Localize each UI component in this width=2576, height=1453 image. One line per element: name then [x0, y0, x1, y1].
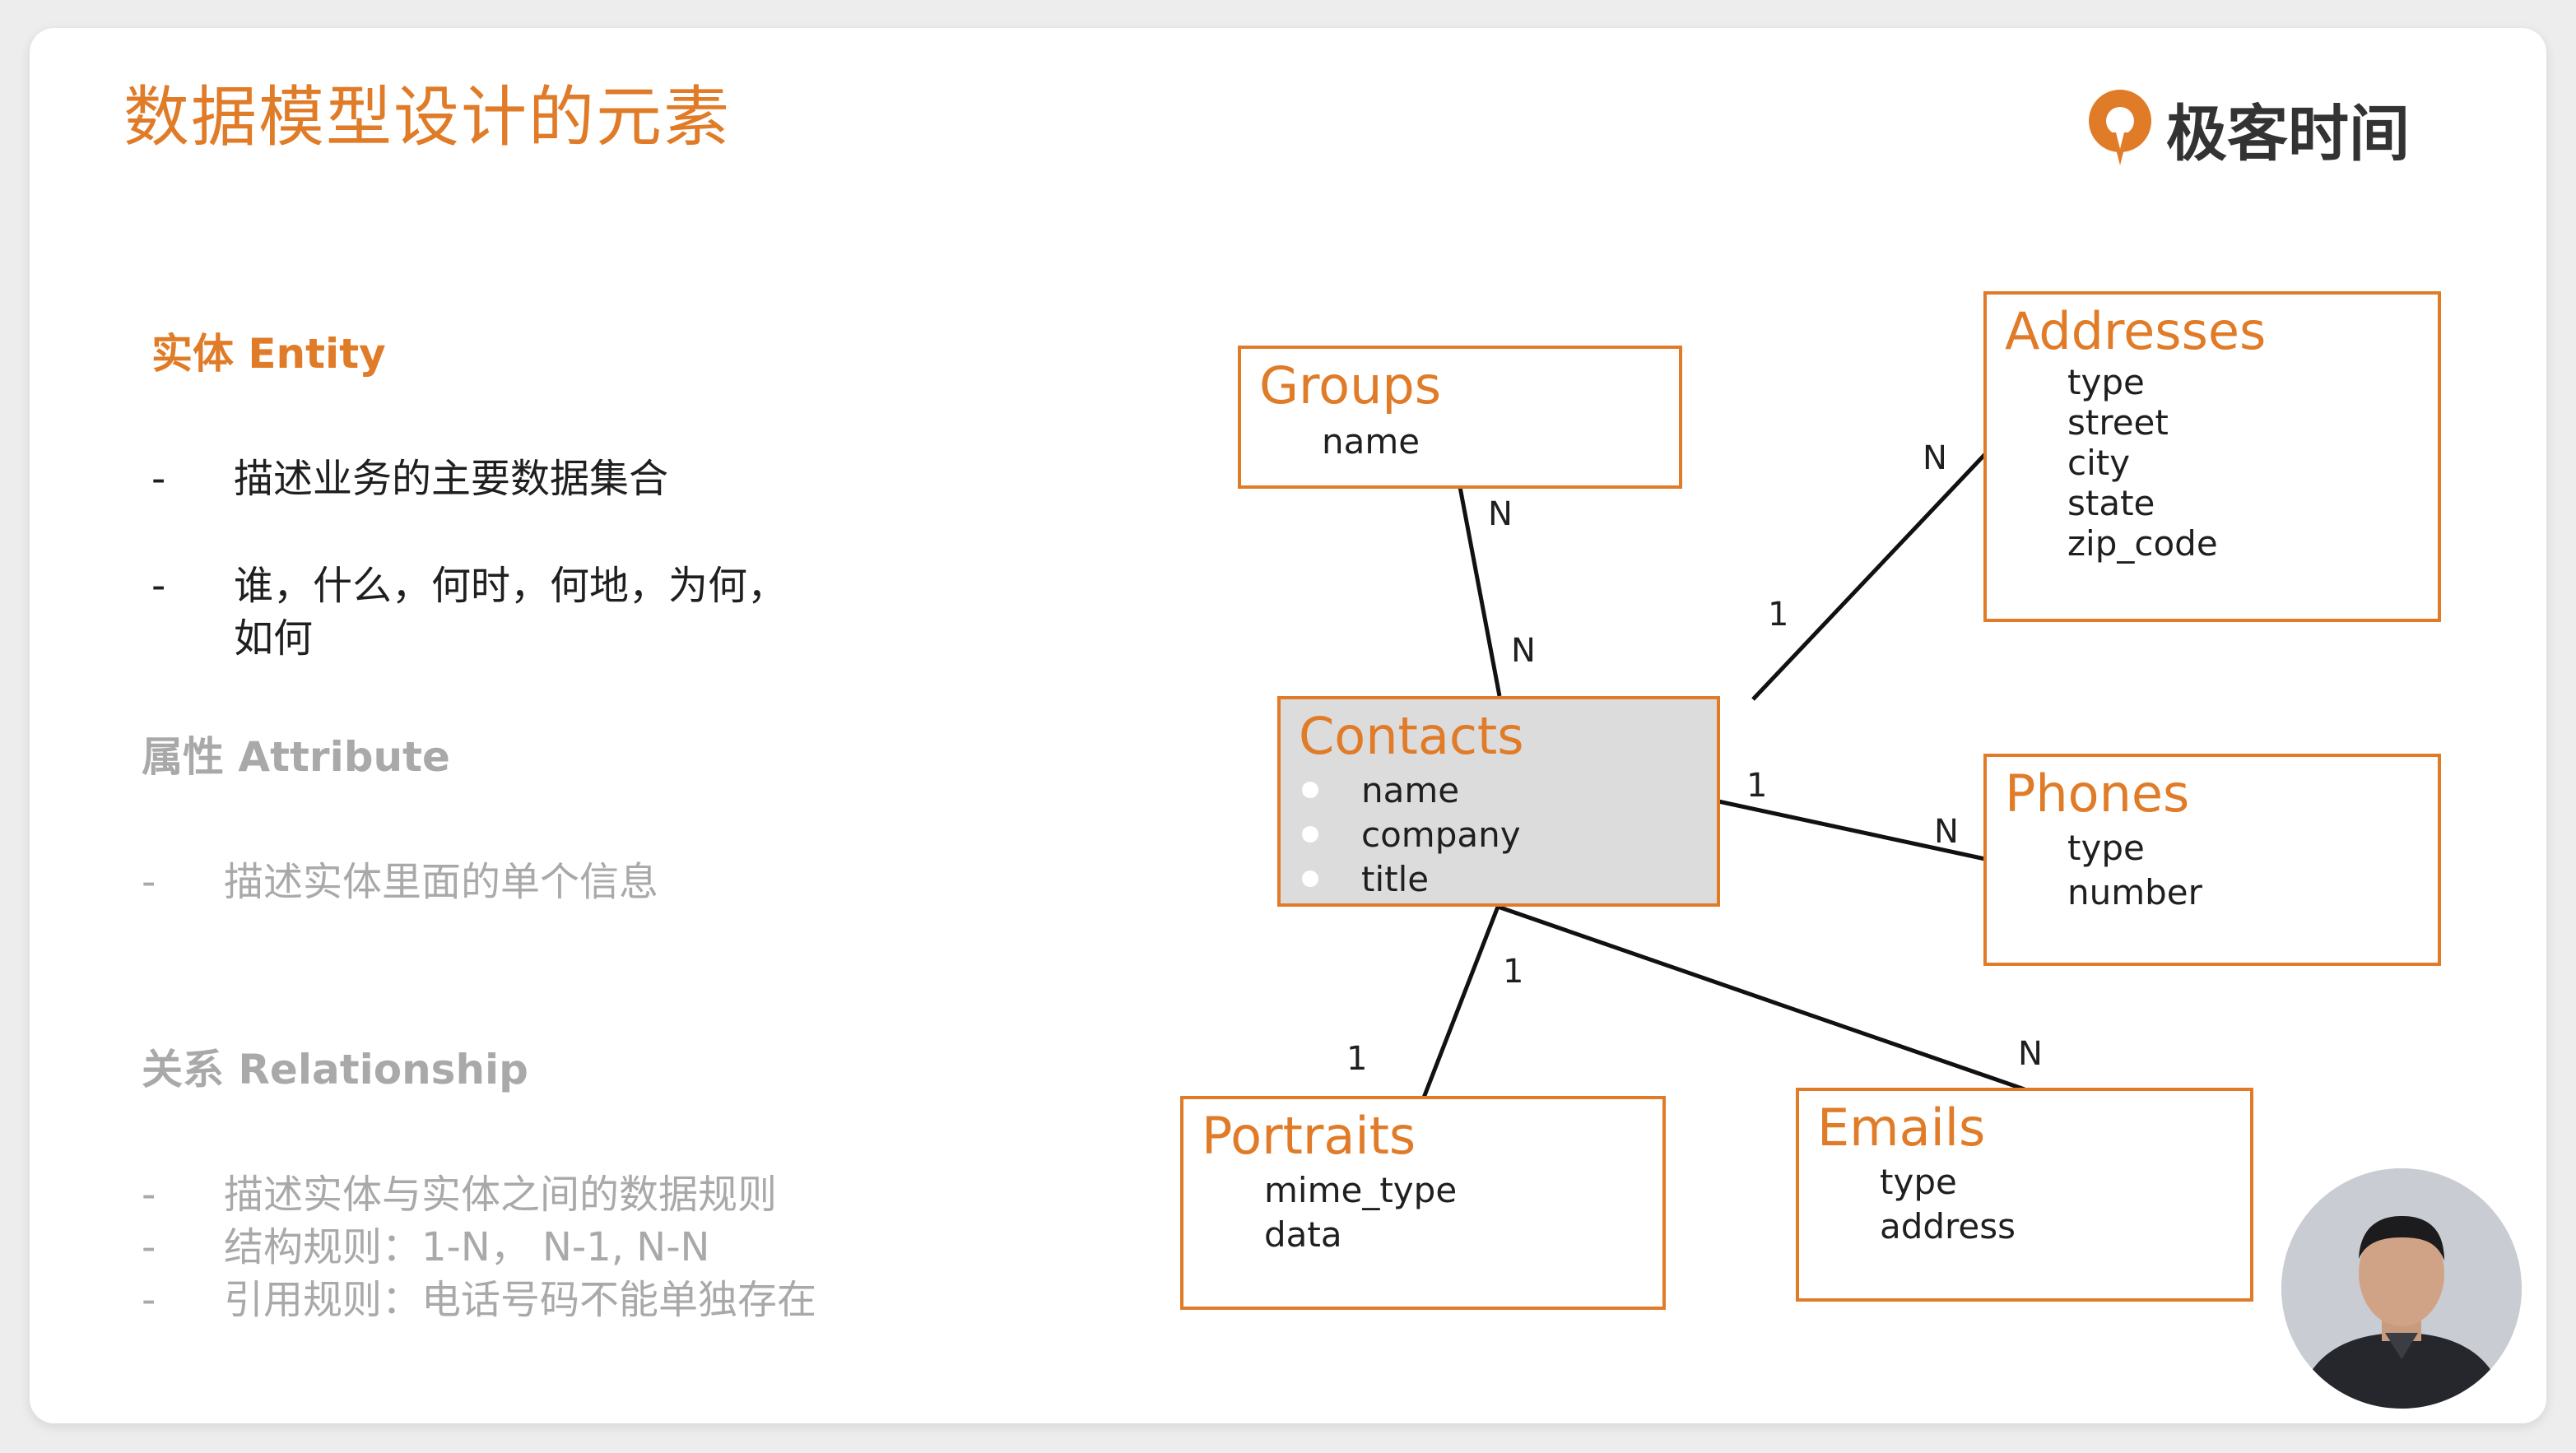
attribute: type [2067, 828, 2145, 868]
section-title-relationship: 关系 Relationship [142, 1046, 528, 1093]
bullet-text: 结构规则：1-N， N-1, N-N [224, 1224, 710, 1270]
bullet-dash: - [142, 1224, 156, 1270]
bullet-text: 谁，什么，何时，何地，为何， [234, 563, 788, 609]
card-groups-side: N [1488, 495, 1513, 533]
attribute: address [1880, 1206, 2016, 1246]
rel-line-contacts-emails [1497, 904, 2025, 1092]
card-contacts-phones-side: 1 [1746, 767, 1768, 805]
attribute: name [1302, 768, 1521, 813]
attribute: type [2067, 362, 2145, 402]
entity-name: Portraits [1202, 1106, 1416, 1166]
presenter-avatar-icon [2281, 1168, 2522, 1409]
attribute: company [1302, 813, 1521, 857]
attribute: zip_code [2067, 523, 2218, 564]
entity-attributes: type number [2067, 826, 2202, 915]
attribute: title [1302, 857, 1521, 902]
attribute: city [2067, 443, 2131, 483]
entity-addresses: Addresses type street city state zip_cod… [1983, 291, 2441, 622]
geektime-logo-icon [2089, 90, 2151, 165]
bullet-dash: - [151, 563, 166, 609]
attribute: name [1322, 421, 1421, 462]
entity-attributes: type address [1880, 1160, 2016, 1249]
entity-name: Phones [2005, 764, 2190, 824]
entity-phones: Phones type number [1983, 754, 2441, 966]
card-contacts-addresses-side: 1 [1768, 596, 1789, 634]
bullet-dot-icon [1302, 870, 1318, 887]
bullet-text: 引用规则：电话号码不能单独存在 [224, 1277, 817, 1323]
relationship-lines [1421, 453, 2025, 1098]
attribute: street [2067, 402, 2169, 443]
bullet-dash: - [142, 1172, 156, 1218]
attribute-label: name [1361, 770, 1460, 810]
logo-text: 极客时间 [2166, 98, 2410, 169]
bullet-text: 描述实体与实体之间的数据规则 [224, 1172, 778, 1218]
bullet-dash: - [142, 1277, 156, 1323]
entity-portraits: Portraits mime_type data [1180, 1096, 1666, 1310]
entity-attributes: name [1322, 421, 1420, 462]
card-contacts-groups-side: N [1511, 632, 1536, 670]
card-addresses-side: N [1923, 439, 1947, 477]
bullet-text: 如何 [234, 615, 314, 662]
entity-attributes: mime_type data [1264, 1168, 1457, 1257]
presenter-video [2281, 1168, 2522, 1409]
section-title-entity: 实体 Entity [151, 330, 386, 378]
entity-emails: Emails type address [1796, 1088, 2253, 1302]
slide-title: 数据模型设计的元素 [123, 79, 731, 156]
attribute-label: title [1361, 859, 1430, 899]
entity-contacts: Contacts name company title [1277, 696, 1720, 907]
bullet-dot-icon [1302, 826, 1318, 843]
attribute-label: company [1361, 815, 1521, 855]
card-contacts-portraits-side: 1 [1503, 953, 1524, 991]
entity-name: Addresses [2005, 301, 2267, 361]
card-emails-side: N [2018, 1035, 2043, 1073]
bullet-text: 描述业务的主要数据集合 [234, 456, 669, 502]
entity-attributes: type street city state zip_code [2067, 362, 2218, 564]
entity-groups: Groups name [1238, 346, 1682, 489]
bullet-dot-icon [1302, 782, 1318, 798]
attribute: mime_type [1264, 1170, 1458, 1210]
entity-name: Emails [1817, 1098, 1986, 1158]
rel-line-contacts-portraits [1421, 906, 1500, 1098]
attribute: number [2067, 872, 2202, 912]
bullet-dash: - [151, 456, 166, 502]
bullet-dash: - [142, 859, 156, 905]
entity-name: Groups [1259, 355, 1442, 415]
entity-attributes: name company title [1302, 768, 1521, 902]
entity-name: Contacts [1299, 706, 1524, 766]
logo: 极客时间 [2079, 79, 2410, 178]
attribute: type [1880, 1162, 1957, 1202]
attribute: state [2067, 483, 2155, 523]
card-portraits-side: 1 [1346, 1040, 1368, 1078]
slide: 数据模型设计的元素 极客时间 实体 Entity - 描述业务的主要数据集合 -… [30, 28, 2546, 1423]
section-title-attribute: 属性 Attribute [142, 733, 450, 781]
rel-line-contacts-groups [1458, 486, 1502, 697]
bullet-text: 描述实体里面的单个信息 [224, 859, 659, 905]
rel-line-contacts-phones [1718, 799, 1986, 861]
attribute: data [1264, 1214, 1342, 1255]
card-phones-side: N [1934, 813, 1959, 851]
rel-line-contacts-addresses [1751, 453, 1987, 701]
